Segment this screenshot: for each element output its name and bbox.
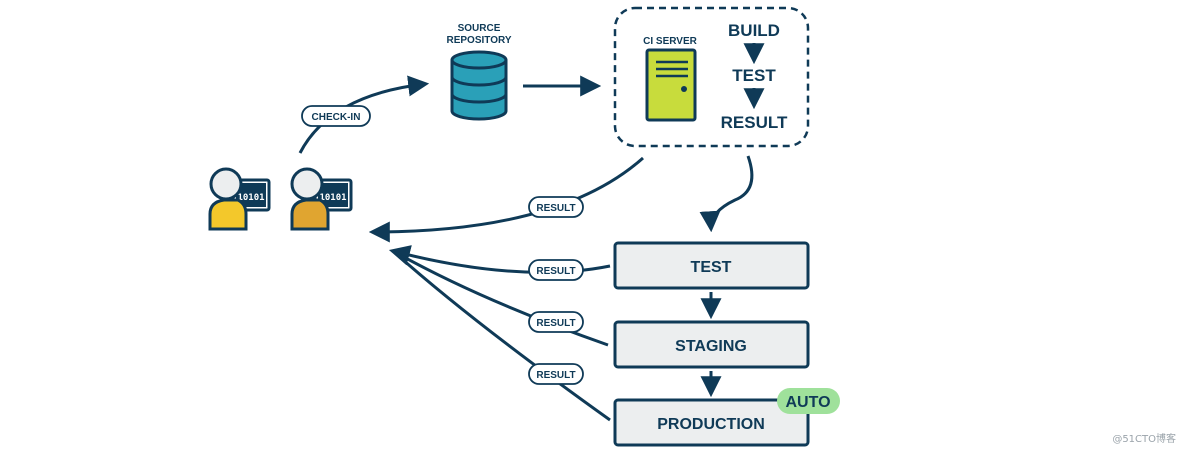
ci-result-pill bbox=[528, 196, 584, 218]
ci-result-arrow bbox=[368, 156, 644, 243]
laptop-text-1: 10101 bbox=[237, 193, 264, 203]
database-icon bbox=[450, 50, 508, 121]
source-repository-title-line1: SOURCE bbox=[458, 23, 501, 34]
check-in-label: CHECK-IN bbox=[312, 112, 361, 123]
production-result-arrow bbox=[391, 249, 611, 422]
ci-server-label: CI SERVER bbox=[643, 36, 697, 47]
developer-head-1 bbox=[209, 167, 243, 201]
ci-server-boundary bbox=[613, 6, 810, 148]
watermark: @51CTO博客 bbox=[1112, 434, 1176, 445]
ci-step-test: TEST bbox=[732, 66, 776, 85]
ci-step-build: BUILD bbox=[728, 21, 780, 40]
stage-staging bbox=[613, 320, 810, 369]
developer-1: 10101 bbox=[208, 167, 271, 231]
auto-badge-label: AUTO bbox=[785, 394, 830, 411]
developer-body-2 bbox=[290, 198, 330, 231]
ci-result-label: RESULT bbox=[536, 203, 575, 214]
source-repository-title-line2: REPOSITORY bbox=[446, 35, 511, 46]
laptop-text-2: 10101 bbox=[319, 193, 346, 203]
staging-result-arrow bbox=[392, 249, 609, 347]
developer-head-2 bbox=[290, 167, 324, 201]
stage-production bbox=[613, 398, 810, 447]
check-in-pill bbox=[301, 105, 371, 127]
stage-test bbox=[613, 241, 810, 290]
ci-to-test-arrow bbox=[699, 155, 754, 233]
test-result-label: RESULT bbox=[536, 266, 575, 277]
developer-2: 10101 bbox=[290, 167, 353, 231]
stage-staging-label: STAGING bbox=[675, 338, 747, 355]
test-result-arrow bbox=[388, 245, 611, 274]
test-result-pill bbox=[528, 259, 584, 281]
production-result-pill bbox=[528, 363, 584, 385]
staging-result-pill bbox=[528, 311, 584, 333]
developer-body-1 bbox=[208, 198, 248, 231]
ci-step-result: RESULT bbox=[721, 113, 788, 132]
server-icon bbox=[645, 48, 697, 122]
auto-badge bbox=[777, 388, 840, 414]
production-result-label: RESULT bbox=[536, 370, 575, 381]
stage-test-label: TEST bbox=[691, 259, 732, 276]
staging-result-label: RESULT bbox=[536, 318, 575, 329]
stage-production-label: PRODUCTION bbox=[657, 416, 765, 433]
